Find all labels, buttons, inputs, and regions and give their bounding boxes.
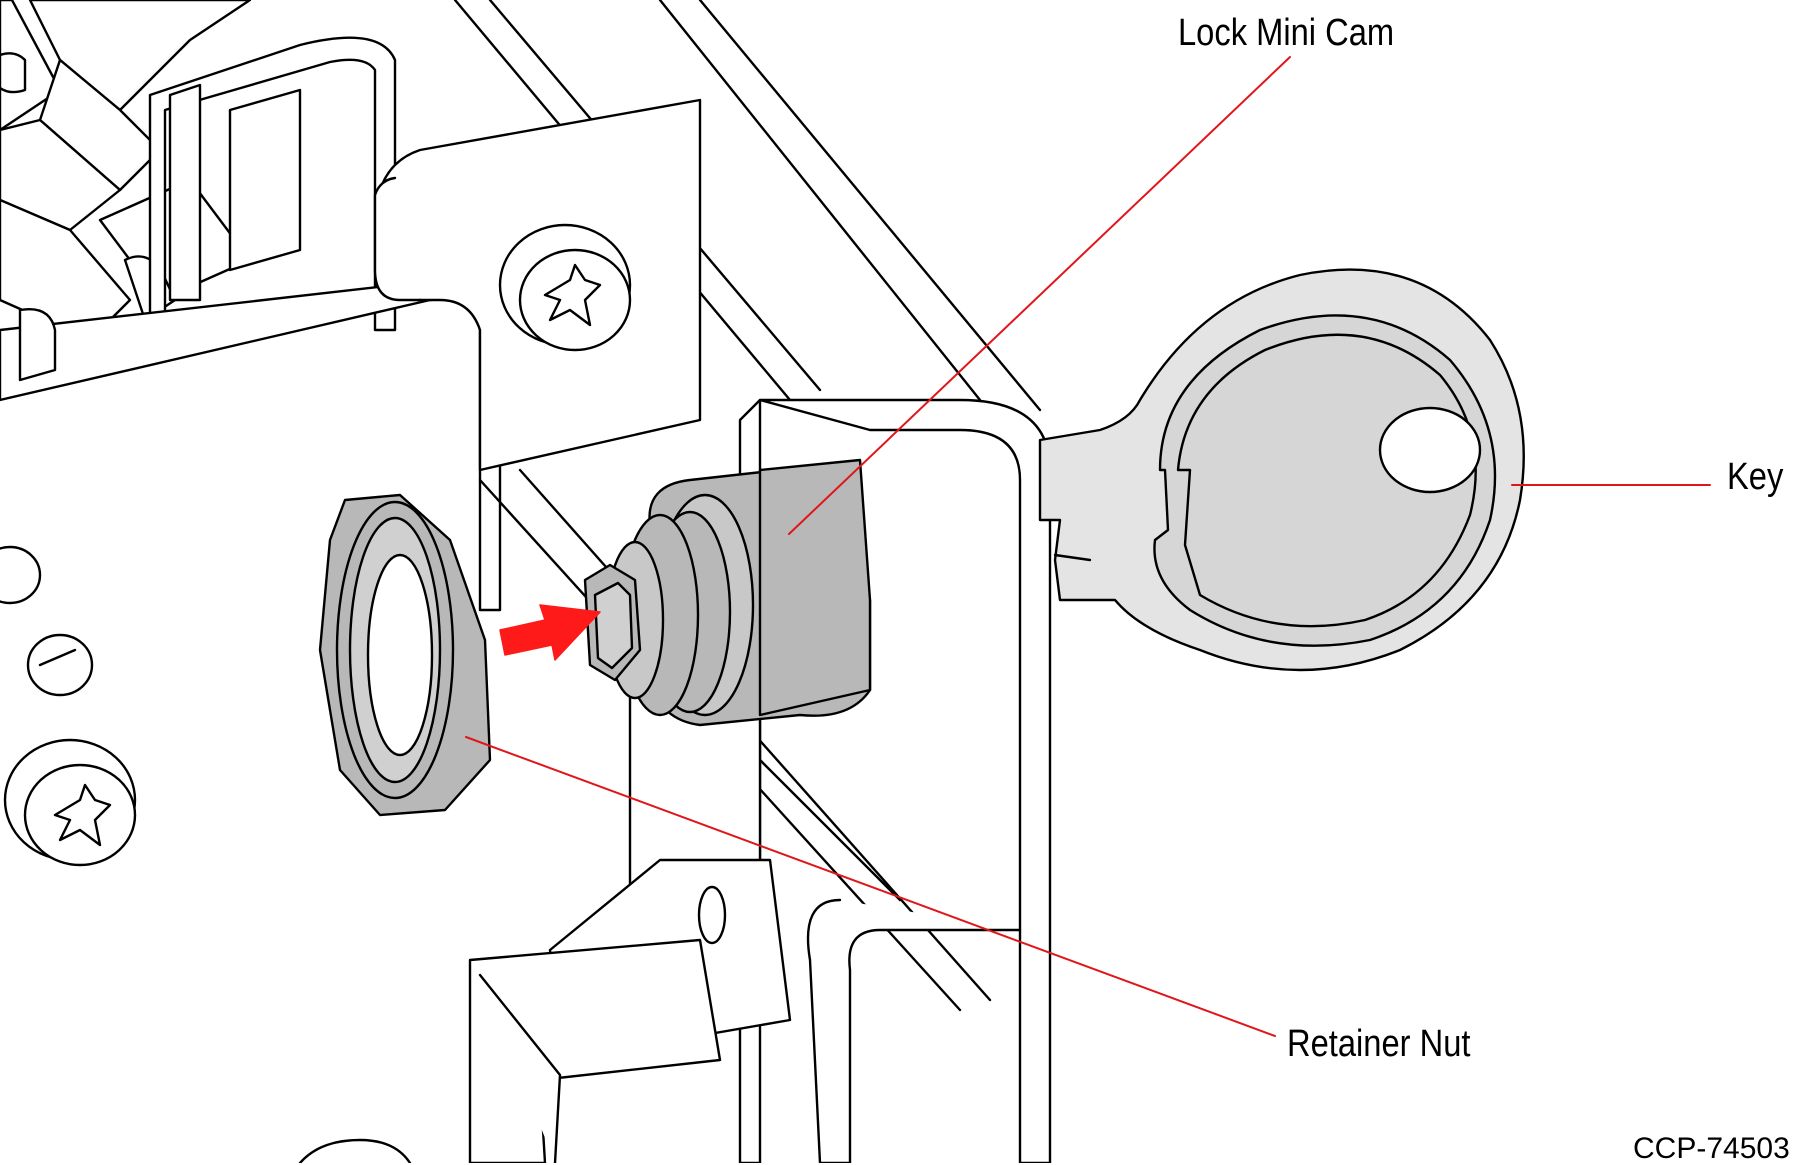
- label-lock-mini-cam: Lock Mini Cam: [1178, 12, 1395, 54]
- figure-id: CCP-74503: [1633, 1132, 1790, 1165]
- housing-frame: [0, 0, 502, 612]
- label-retainer-nut: Retainer Nut: [1287, 1023, 1471, 1065]
- screw-upper: [498, 223, 632, 352]
- leader-line-retainer-nut: [465, 736, 1276, 1037]
- key: [1038, 268, 1525, 672]
- direction-arrow: [499, 604, 601, 661]
- screw-hole-left: [0, 545, 94, 697]
- lower-bracket: [468, 858, 792, 1163]
- leader-lines: [465, 56, 1711, 1037]
- screw-lower-left: [3, 738, 137, 867]
- leader-line-lock-mini-cam: [788, 56, 1291, 535]
- lock-mini-cam: [583, 458, 872, 727]
- label-key: Key: [1727, 456, 1784, 498]
- retainer-nut: [318, 493, 492, 817]
